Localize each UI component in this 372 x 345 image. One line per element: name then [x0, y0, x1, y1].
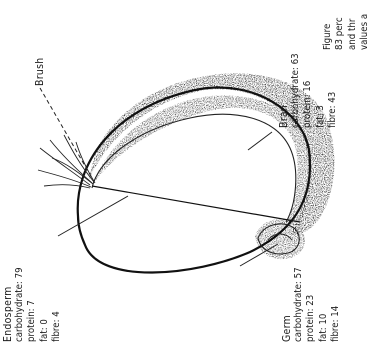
germ-carbohydrate: carbohydrate: 57: [293, 267, 305, 342]
endosperm-info: Endosperm carbohydrate: 79 protein: 7 fa…: [2, 267, 63, 342]
germ-info: Germ carbohydrate: 57 protein: 23 fat: 1…: [281, 267, 342, 342]
endosperm-leader-line: [58, 196, 128, 236]
bran-leader-line: [248, 132, 272, 150]
germ-fat: fat: 10: [318, 267, 330, 342]
caption-line-3: and thr: [347, 14, 359, 50]
caption-line-2: 83 perc: [334, 14, 346, 50]
endosperm-fat: fat: 0: [39, 267, 51, 342]
endosperm-fibre: fibre: 4: [51, 267, 63, 342]
grain-crease-line: [92, 186, 300, 222]
germ-protein: protein: 23: [305, 267, 317, 342]
bran-info: Bran carbohydrate: 63 protein: 16 fat: 3…: [278, 53, 339, 128]
caption-line-4: values a: [359, 14, 371, 50]
germ-fibre: fibre: 14: [330, 267, 342, 342]
brush-label: Brush: [34, 58, 46, 86]
bran-fibre: fibre: 43: [327, 53, 339, 128]
endosperm-carbohydrate: carbohydrate: 79: [14, 267, 26, 342]
germ-title: Germ: [281, 267, 293, 342]
bran-title: Bran: [278, 53, 290, 128]
figure-caption: Figure 83 perc and thr values a: [322, 14, 371, 50]
bran-carbohydrate: carbohydrate: 63: [290, 53, 302, 128]
bran-protein: protein: 16: [302, 53, 314, 128]
endosperm-protein: protein: 7: [26, 267, 38, 342]
caption-line-1: Figure: [322, 14, 334, 50]
bran-fat: fat: 3: [315, 53, 327, 128]
endosperm-title: Endosperm: [2, 267, 14, 342]
brush-hairs: [38, 135, 95, 188]
